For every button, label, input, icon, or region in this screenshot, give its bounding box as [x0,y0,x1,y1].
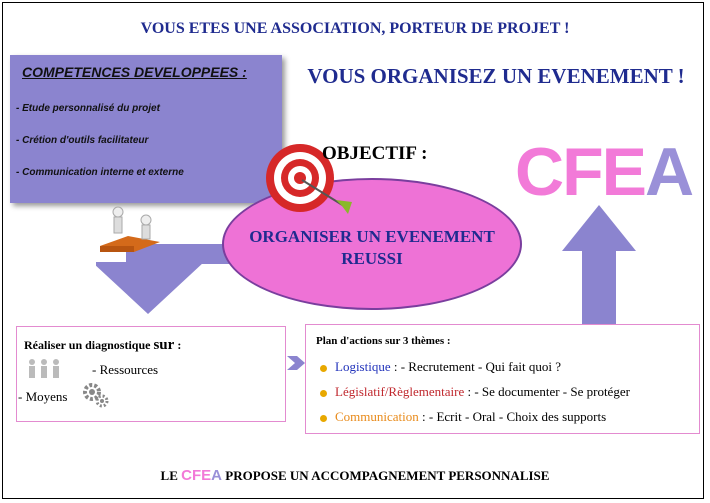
plan-item-communication: Communication : - Ecrit - Oral - Choix d… [320,409,606,425]
plan-title: Plan d'actions sur 3 thèmes : [316,335,451,347]
competence-item-3: - Communication interne et externe [16,167,184,178]
competences-title: COMPETENCES DEVELOPPEES : [22,64,247,80]
objective-label: OBJECTIF : [322,143,428,164]
objective-ellipse [222,178,522,310]
plan-rest-communication: : - Ecrit - Oral - Choix des supports [418,409,607,424]
objective-line-1: ORGANISER UN EVENEMENT [249,227,495,246]
bullet-icon [320,389,327,397]
diagnostic-title-sur: sur [153,337,175,353]
footer-brand-c: C [181,467,192,484]
plan-item-legislatif: Législatif/Règlementaire : - Se document… [320,384,630,400]
page-frame [2,2,704,499]
plan-rest-legislatif: : - Se documenter - Se protéger [464,384,630,399]
plan-theme-logistique: Logistique [335,359,391,374]
footer-prefix: LE [160,468,182,483]
event-title: VOUS ORGANISEZ UN EVENEMENT ! [307,64,685,88]
footer-brand: CFEA [181,467,222,484]
plan-box [305,324,700,434]
diagnostic-title-prefix: Réaliser un diagnostique [24,338,154,352]
cfea-logo: CFEA [515,138,694,206]
footer-brand-e: E [201,467,212,484]
header-title: VOUS ETES UNE ASSOCIATION, PORTEUR DE PR… [140,20,570,37]
teamwork-figures-icon [100,206,160,252]
arrow-right [287,356,305,370]
objective-text: ORGANISER UN EVENEMENT REUSSI [222,226,522,270]
target-icon [266,144,352,214]
footer-brand-f: F [191,467,202,484]
objective-line-2: REUSSI [341,249,403,268]
competence-item-1: - Etude personnalisé du projet [16,103,160,114]
plan-theme-communication: Communication [335,409,419,424]
footer-text: LE CFEA PROPOSE UN ACCOMPAGNEMENT PERSON… [0,467,710,484]
plan-theme-legislatif: Législatif/Règlementaire [335,384,465,399]
diagnostic-moyens: - Moyens [18,389,68,404]
footer-suffix: PROPOSE UN ACCOMPAGNEMENT PERSONNALISE [222,468,550,483]
plan-item-logistique: Logistique : - Recrutement - Qui fait qu… [320,359,561,375]
arrow-up [562,205,636,333]
logo-letter-c: C [515,134,564,210]
diagnostic-ressources: - Ressources [92,362,159,377]
logo-letter-e: E [601,134,647,210]
competences-box [10,55,282,203]
logo-letter-a: A [645,134,694,210]
diagnostic-title: Réaliser un diagnostique sur : [24,337,181,354]
gears-icon [83,383,109,408]
bullet-icon [320,414,327,422]
people-icon [29,359,59,378]
competence-item-2: - Crétion d'outils facilitateur [16,135,149,146]
bullet-icon [320,364,327,372]
footer-brand-a: A [211,467,223,484]
plan-rest-logistique: : - Recrutement - Qui fait quoi ? [390,359,561,374]
diagnostic-box [16,326,286,422]
diagnostic-title-suffix: : [174,338,182,352]
logo-letter-f: F [562,134,604,210]
